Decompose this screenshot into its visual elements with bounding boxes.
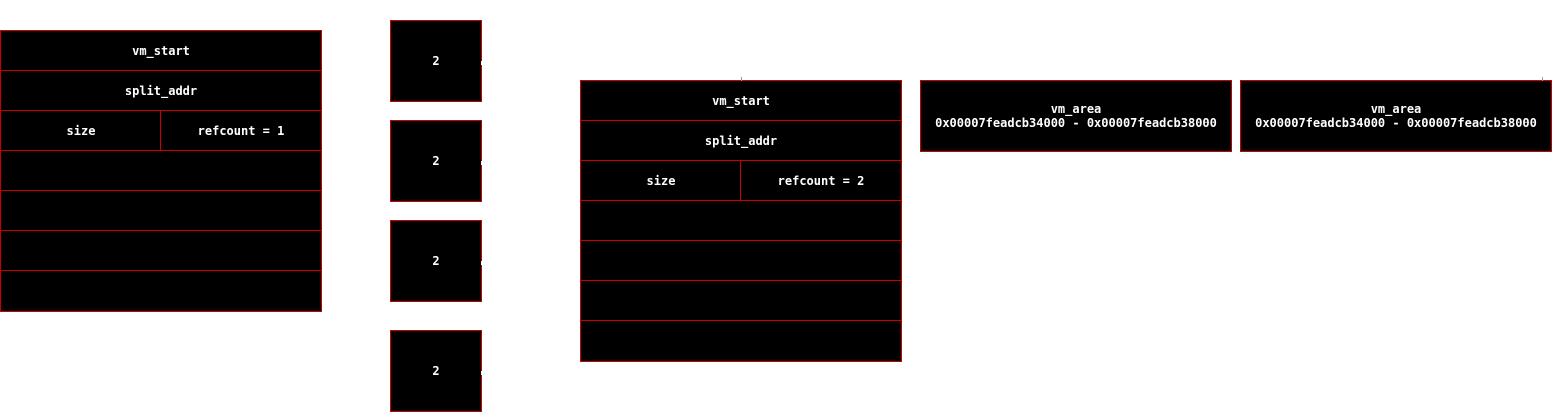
struct-right-split-addr: split_addr — [580, 120, 902, 162]
vm-area-box: vm_area 0x00007feadcb34000 - 0x00007fead… — [1240, 77, 1552, 152]
vm-area-box: vm_area 0x00007feadcb34000 - 0x00007fead… — [920, 80, 1232, 152]
struct-left-empty-row — [0, 270, 322, 312]
struct-right-vm-start: vm_start — [580, 77, 902, 122]
refcount-box-value: 2 — [432, 254, 440, 268]
struct-left-split-addr: split_addr — [0, 70, 322, 112]
struct-left-empty-row — [0, 150, 322, 192]
refcount-box-value: 2 — [432, 154, 440, 168]
struct-left-size-label: size — [66, 124, 96, 138]
struct-left-split-addr-label: split_addr — [124, 84, 198, 98]
refcount-box: 2 — [390, 120, 482, 202]
struct-right-size: size — [580, 160, 742, 202]
struct-right-refcount-label: refcount = 2 — [777, 174, 865, 188]
refcount-box-value: 2 — [432, 364, 440, 378]
struct-right-empty-row — [580, 200, 902, 242]
struct-left-vm-start: vm_start — [0, 30, 322, 72]
struct-right-empty-row — [580, 280, 902, 322]
refcount-box: 2 — [390, 330, 482, 412]
struct-left-refcount-label: refcount = 1 — [197, 124, 285, 138]
vm-area-range: 0x00007feadcb34000 - 0x00007feadcb38000 — [1255, 116, 1537, 130]
struct-right-empty-row — [580, 240, 902, 282]
struct-right-empty-row — [580, 320, 902, 362]
struct-left-empty-row — [0, 230, 322, 272]
refcount-box: 2 — [390, 220, 482, 302]
vm-area-title: vm_area — [1370, 102, 1422, 116]
struct-left-vm-start-label: vm_start — [132, 44, 190, 58]
refcount-box-value: 2 — [432, 54, 440, 68]
struct-left-empty-row — [0, 190, 322, 232]
refcount-box: 2 — [390, 20, 482, 102]
struct-right-vm-start-label: vm_start — [712, 94, 770, 108]
struct-right-split-addr-label: split_addr — [704, 134, 778, 148]
struct-left-refcount: refcount = 1 — [160, 110, 322, 152]
vm-area-range: 0x00007feadcb34000 - 0x00007feadcb38000 — [935, 116, 1217, 130]
struct-left-size: size — [0, 110, 162, 152]
struct-right-refcount: refcount = 2 — [740, 160, 902, 202]
vm-area-title: vm_area — [1050, 102, 1102, 116]
struct-right-size-label: size — [646, 174, 676, 188]
